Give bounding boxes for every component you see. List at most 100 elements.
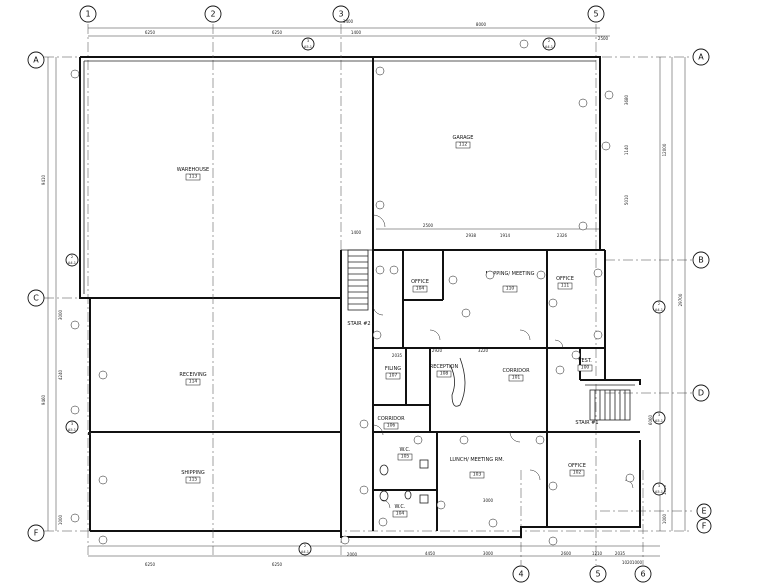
room-label-receiving: RECEIVING 114 <box>179 372 207 386</box>
room-name: VEST. <box>578 358 592 364</box>
dim-top: 2500 <box>598 36 609 41</box>
room-name: CORRIDOR <box>377 416 405 422</box>
dim-right: 3680 <box>624 94 629 105</box>
grid-label: A <box>33 56 39 65</box>
room-label-lunch: LUNCH/ MEETING RM. 103 <box>450 457 505 479</box>
room-name: OFFICE <box>411 279 429 285</box>
dimension-lines <box>47 27 686 557</box>
section-number: 3 <box>658 413 660 417</box>
room-name: SHIPPING <box>181 470 205 476</box>
grid-bubble-3: 3 <box>332 5 350 23</box>
room-label-stair-2: STAIR #2 <box>347 321 370 327</box>
room-number: 106 <box>387 423 396 429</box>
grid-label: 1 <box>85 10 90 19</box>
dim-interior: 1914 <box>500 233 511 238</box>
room-name: WAREHOUSE <box>177 167 209 173</box>
dim-bottom: 6250 <box>145 562 156 567</box>
grid-bubble-1: 1 <box>79 5 97 23</box>
section-number: 2 <box>548 39 550 43</box>
room-label-stair-1: STAIR #1 <box>575 420 598 426</box>
dim-interior: 2500 <box>423 223 434 228</box>
room-number: 105 <box>401 454 410 460</box>
plumbing-fixtures <box>379 459 429 504</box>
dim-bottom: 3000 <box>483 551 494 556</box>
grid-bubble-5-bottom: 5 <box>589 565 607 583</box>
room-number: 115 <box>189 477 198 483</box>
room-label-wc-105: W.C. 105 <box>397 447 413 461</box>
grid-bubble-a-right: A <box>692 48 710 66</box>
grid-bubble-5-top: 5 <box>587 5 605 23</box>
room-name: RECEPTION <box>430 364 459 370</box>
room-number: 104 <box>416 286 425 292</box>
room-label-meeting: MAPPING/ MEETING 110 <box>486 271 535 293</box>
grid-bubble-b-right: B <box>692 251 710 269</box>
dim-bottom: 1000 <box>632 560 643 565</box>
dim-top: 6250 <box>145 30 156 35</box>
dim-bottom: 6250 <box>272 562 283 567</box>
room-label-garage: GARAGE 112 <box>453 135 474 149</box>
dim-bottom: 2035 <box>615 551 626 556</box>
section-number: 2 <box>304 544 306 548</box>
room-name: GARAGE <box>453 135 474 141</box>
grid-bubble-d-right: D <box>692 384 710 402</box>
room-label-wc-104: W.C. 104 <box>392 504 408 518</box>
grid-label: 5 <box>595 570 600 579</box>
dim-left: 9460 <box>41 394 46 405</box>
section-marker-2-south: 2 A4.1 <box>298 542 312 556</box>
dim-right: 1140 <box>624 144 629 155</box>
dim-bottom: 1020 <box>622 560 633 565</box>
dim-interior: 3000 <box>483 498 494 503</box>
sheet-ref: A4.1 <box>655 308 663 312</box>
section-marker-2-east: 2 A4.1 <box>652 300 666 314</box>
room-name: STAIR #2 <box>347 321 370 327</box>
sheet-ref: A5.1 <box>304 45 312 49</box>
stair-2-treads <box>347 249 369 311</box>
assembly-tags <box>70 39 635 546</box>
grid-label: D <box>698 389 704 398</box>
dim-interior: 2035 <box>392 353 403 358</box>
room-number: 110 <box>506 286 515 292</box>
grid-label: F <box>34 529 39 538</box>
room-number: 107 <box>389 373 398 379</box>
dim-left: 1000 <box>58 514 63 525</box>
room-name: LUNCH/ MEETING RM. <box>450 457 505 463</box>
column-markers <box>88 56 342 532</box>
sheet-ref: A4.1 <box>301 550 309 554</box>
room-number: 102 <box>573 470 582 476</box>
interior-walls <box>84 57 640 531</box>
grid-label: 4 <box>518 570 523 579</box>
room-label-vest: VEST. 100 <box>577 358 592 372</box>
dim-right: 12000 <box>662 143 667 156</box>
room-name: W.C. <box>399 447 410 453</box>
room-label-reception: RECEPTION 108 <box>430 364 459 378</box>
room-name: RECEIVING <box>179 372 206 378</box>
grid-bubble-4: 4 <box>512 565 530 583</box>
dim-top: 1400 <box>351 30 362 35</box>
section-marker-2-west: 2 A4.1 <box>65 253 79 267</box>
dim-top: 3400 <box>343 19 354 24</box>
grid-bubble-f-left: F <box>27 524 45 542</box>
sheet-ref: A4.1 <box>68 261 76 265</box>
grid-label: B <box>698 256 704 265</box>
sheet-ref: A5.1 <box>655 490 663 494</box>
room-label-office-102: OFFICE 102 <box>568 463 586 477</box>
room-name: OFFICE <box>568 463 586 469</box>
dim-bottom: 2000 <box>347 552 358 557</box>
grid-bubble-f-right: F <box>696 518 712 534</box>
grid-bubble-a-left: A <box>27 51 45 69</box>
room-label-filing: FILING 107 <box>385 366 401 380</box>
dim-interior: 2326 <box>557 233 568 238</box>
grid-bubble-6: 6 <box>634 565 652 583</box>
room-number: 111 <box>561 283 570 289</box>
dim-bottom: 4450 <box>425 551 436 556</box>
dim-left: 9410 <box>41 174 46 185</box>
room-number: 114 <box>189 379 198 385</box>
room-name: MAPPING/ MEETING <box>486 271 535 277</box>
dim-interior: 1400 <box>351 230 362 235</box>
dim-top: 8000 <box>476 22 487 27</box>
room-name: STAIR #1 <box>575 420 598 426</box>
section-number: 3 <box>658 484 660 488</box>
grid-label: F <box>702 522 707 531</box>
section-marker-3-east: 3 A5.1 <box>652 411 666 425</box>
